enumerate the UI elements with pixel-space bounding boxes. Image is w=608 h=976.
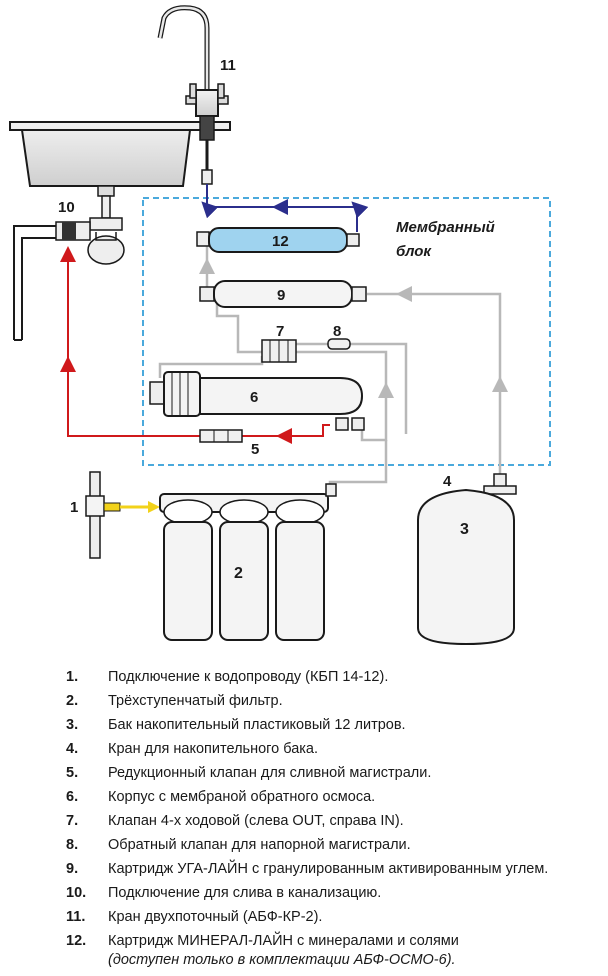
cartridge-12-icon [196, 227, 360, 253]
sink-icon [9, 121, 231, 187]
legend-num: 9. [66, 861, 79, 877]
legend-text: Редукционный клапан для сливной магистра… [108, 765, 432, 781]
valve-7-icon [261, 339, 297, 363]
legend-text: Трёхступенчатый фильтр. [108, 693, 283, 709]
prefilter-icon [159, 483, 337, 641]
tank-icon [417, 473, 517, 646]
legend-text: Обратный клапан для напорной магистрали. [108, 837, 411, 853]
label-9: 9 [277, 287, 285, 304]
legend-num: 2. [66, 693, 79, 709]
legend-note: (доступен только в комплектации АБФ-ОСМО… [108, 952, 456, 968]
legend-text: Корпус с мембраной обратного осмоса. [108, 789, 376, 805]
legend-num: 4. [66, 741, 79, 757]
legend-num: 1. [66, 669, 79, 685]
reduction-valve-5-icon [199, 429, 243, 443]
legend-num: 7. [66, 813, 79, 829]
membrane-block-title: Мембранный [396, 219, 495, 236]
legend-text: Картридж УГА-ЛАЙН с гранулированным акти… [108, 861, 549, 877]
legend-text: Бак накопительный пластиковый 12 литров. [108, 717, 406, 733]
label-4: 4 [443, 473, 452, 490]
label-12: 12 [272, 233, 289, 250]
label-3: 3 [460, 521, 469, 538]
faucet-icon [157, 5, 229, 185]
membrane-housing-icon [149, 371, 365, 431]
label-5: 5 [251, 441, 259, 458]
system-diagram: Мембранный блок 11 10 [9, 5, 551, 646]
feed-lines [158, 232, 502, 492]
legend-num: 12. [66, 933, 87, 949]
check-valve-8-icon [327, 338, 351, 350]
legend-num: 3. [66, 717, 79, 733]
label-10: 10 [58, 199, 75, 216]
label-6: 6 [250, 389, 258, 406]
label-7: 7 [276, 323, 284, 340]
legend-text: Клапан 4-х ходовой (слева OUT, справа IN… [108, 813, 404, 829]
label-11: 11 [220, 57, 236, 74]
label-8: 8 [333, 323, 341, 340]
cartridge-9-icon [199, 280, 367, 308]
label-1: 1 [70, 499, 78, 516]
legend-num: 10. [66, 885, 87, 901]
legend-text: Картридж МИНЕРАЛ-ЛАЙН с минералами и сол… [108, 933, 459, 949]
label-2: 2 [234, 565, 243, 582]
legend-num: 6. [66, 789, 79, 805]
legend-text: Подключение к водопроводу (КБП 14-12). [108, 669, 389, 685]
legend-text: Кран для накопительного бака. [108, 741, 319, 757]
drain-siphon-icon [13, 185, 125, 341]
membrane-block-title-2: блок [396, 243, 432, 260]
membrane-block-frame [142, 197, 551, 466]
legend-text: Подключение для слива в канализацию. [108, 885, 382, 901]
legend-num: 11. [66, 909, 86, 925]
legend-num: 5. [66, 765, 79, 781]
legend-num: 8. [66, 837, 79, 853]
inlet-valve-icon [85, 471, 160, 559]
legend-text: Кран двухпоточный (АБФ-КР-2). [108, 909, 323, 925]
